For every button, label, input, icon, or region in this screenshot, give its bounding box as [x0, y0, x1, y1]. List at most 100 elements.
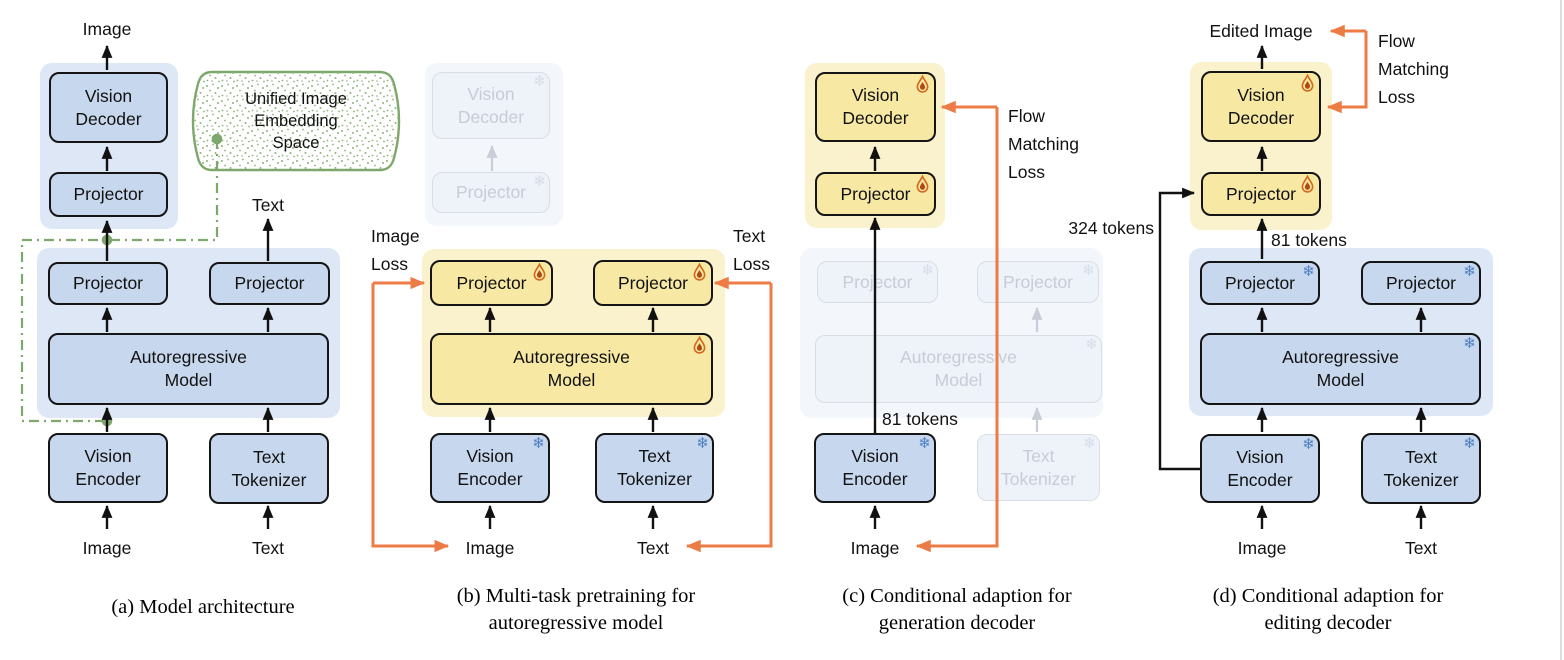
text-input-label: Text [1404, 538, 1438, 558]
projector-label: Projector [617, 272, 689, 293]
vision-decoder-label: Vision Decoder [457, 83, 525, 127]
flame-icon [693, 336, 706, 354]
vision-encoder-box: Vision Encoder [48, 433, 168, 503]
projector-text-box: Projector [209, 262, 330, 305]
vision-encoder-label: Vision Encoder [457, 446, 523, 489]
ar-model-label: Autoregressive Model [513, 347, 630, 390]
text-tokenizer-box: Text Tokenizer [209, 433, 329, 504]
snowflake-icon: ❄ [918, 434, 931, 452]
ar-model-label: Autoregressive Model [900, 347, 1017, 390]
autoregressive-model-frozen-box: Autoregressive Model ❄ [815, 335, 1102, 403]
snowflake-icon: ❄ [1083, 434, 1096, 452]
flame-icon [916, 175, 929, 193]
embedding-space-label: Unified Image Embedding Space [245, 90, 347, 152]
tokens-81-label: 81 tokens [882, 409, 958, 429]
text-tokenizer-label: Text Tokenizer [231, 446, 307, 490]
projector-image-frozen-box: Projector ❄ [817, 261, 938, 303]
text-tokenizer-label: Text Tokenizer [617, 446, 692, 489]
vision-decoder-label: Vision Decoder [75, 85, 142, 129]
edited-image-label: Edited Image [1209, 21, 1313, 41]
flow-matching-loss-label: Flow Matching Loss [1008, 106, 1080, 182]
text-output-label: Text [251, 195, 285, 215]
projector-text-box: Projector [593, 260, 713, 306]
vision-encoder-label: Vision Encoder [75, 446, 141, 489]
vision-encoder-label: Vision Encoder [1227, 446, 1293, 490]
snowflake-icon: ❄ [696, 434, 709, 452]
projector-label: Projector [72, 273, 144, 293]
text-tokenizer-label: Text Tokenizer [1001, 445, 1076, 489]
text-tokenizer-label: Text Tokenizer [1383, 446, 1459, 490]
autoregressive-model-box: Autoregressive Model [430, 333, 713, 405]
projector-label: Projector [456, 272, 527, 293]
snowflake-icon: ❄ [1302, 435, 1315, 453]
image-input-label: Image [1237, 538, 1287, 558]
flame-icon [693, 263, 706, 281]
page-edge-divider [1560, 0, 1562, 660]
projector-label: Projector [1224, 272, 1296, 293]
snowflake-icon: ❄ [1085, 335, 1098, 353]
image-output-label: Image [82, 19, 132, 39]
vision-decoder-box: Vision Decoder [1201, 71, 1321, 142]
projector-label: Projector [234, 273, 305, 293]
ar-model-label: Autoregressive Model [130, 347, 247, 390]
vision-encoder-box: Vision Encoder ❄ [430, 433, 550, 503]
snowflake-icon: ❄ [921, 261, 934, 279]
projector-label: Projector [1002, 271, 1074, 292]
flame-icon [1301, 175, 1314, 193]
projector-frozen-box: Projector ❄ [432, 172, 550, 213]
projector-label: Projector [73, 184, 144, 204]
vision-encoder-box: Vision Encoder ❄ [814, 433, 936, 503]
vision-decoder-label: Vision Decoder [842, 85, 909, 128]
snowflake-icon: ❄ [1463, 434, 1476, 452]
text-loss-label: Text Loss [733, 226, 770, 274]
caption-b: (b) Multi-task pretraining for autoregre… [456, 585, 696, 634]
text-tokenizer-box: Text Tokenizer ❄ [595, 433, 714, 503]
projector-image-box: Projector ❄ [1200, 261, 1320, 305]
caption-d: (d) Conditional adaption for editing dec… [1212, 585, 1444, 634]
vision-encoder-label: Vision Encoder [842, 446, 908, 489]
text-input-label: Text [251, 538, 285, 558]
text-tokenizer-frozen-box: Text Tokenizer ❄ [977, 434, 1100, 501]
tokens-81-label: 81 tokens [1271, 230, 1347, 250]
snowflake-icon: ❄ [532, 434, 545, 452]
projector-image-box: Projector [48, 262, 168, 305]
panel-d-loss-arrows [1326, 24, 1368, 114]
snowflake-icon: ❄ [533, 172, 546, 190]
caption-a: (a) Model architecture [111, 596, 295, 618]
snowflake-icon: ❄ [533, 72, 546, 90]
vision-decoder-box: Vision Decoder [815, 72, 936, 142]
image-input-label: Image [465, 538, 515, 558]
autoregressive-model-box: Autoregressive Model [48, 333, 329, 405]
flow-matching-loss-label: Flow Matching Loss [1378, 31, 1450, 107]
snowflake-icon: ❄ [1463, 334, 1476, 352]
image-loss-label: Image Loss [371, 226, 420, 274]
flame-icon [916, 75, 929, 93]
projector-label: Projector [455, 182, 527, 202]
vision-encoder-box: Vision Encoder ❄ [1200, 434, 1320, 503]
projector-text-frozen-box: Projector ❄ [977, 261, 1099, 303]
vision-decoder-frozen-box: Vision Decoder ❄ [432, 72, 550, 139]
projector-label: Projector [1385, 272, 1457, 293]
image-input-label: Image [82, 538, 132, 558]
snowflake-icon: ❄ [1082, 261, 1095, 279]
text-input-label: Text [636, 538, 670, 558]
snowflake-icon: ❄ [1302, 262, 1315, 280]
autoregressive-model-box: Autoregressive Model ❄ [1200, 333, 1481, 405]
caption-c: (c) Conditional adaption for generation … [842, 585, 1072, 634]
projector-box: Projector [49, 172, 168, 217]
vision-decoder-box: Vision Decoder [49, 72, 168, 143]
image-input-label: Image [850, 538, 900, 558]
projector-image-box: Projector [430, 260, 553, 306]
tokens-324-label: 324 tokens [1068, 218, 1154, 238]
projector-label: Projector [1225, 183, 1297, 204]
flame-icon [533, 263, 546, 281]
vision-decoder-label: Vision Decoder [1227, 84, 1295, 128]
projector-text-box: Projector ❄ [1361, 261, 1481, 305]
text-tokenizer-box: Text Tokenizer ❄ [1361, 433, 1481, 504]
snowflake-icon: ❄ [1463, 262, 1476, 280]
projector-label: Projector [840, 183, 911, 204]
projector-box: Projector [815, 172, 936, 216]
projector-box: Projector [1201, 172, 1321, 216]
flame-icon [1301, 74, 1314, 92]
